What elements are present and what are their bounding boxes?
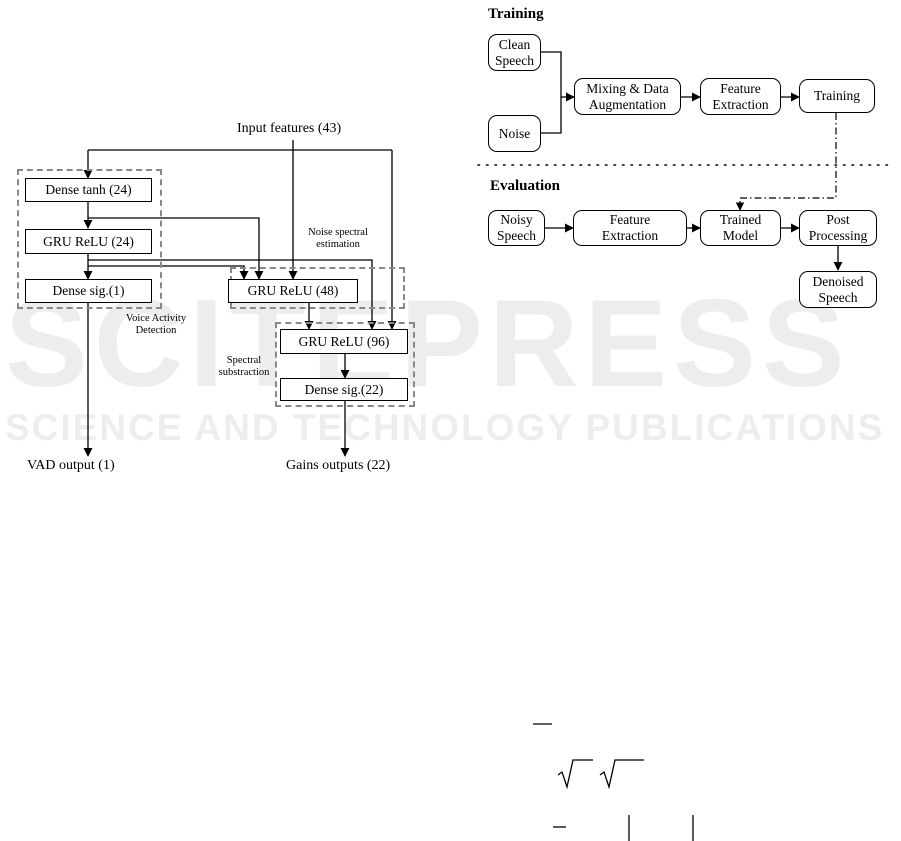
sqrt-sign-left (557, 759, 593, 790)
sqrt-sign-right (599, 759, 644, 790)
dense-sig-1-layer: Dense sig.(1) (25, 279, 152, 303)
training-to-trained-model-link (735, 113, 837, 211)
spectral-group-box (275, 322, 415, 407)
watermark-tagline: SCIENCE AND TECHNOLOGY PUBLICATIONS (5, 407, 885, 448)
dense-tanh-to-gru-48 (88, 217, 264, 280)
training-feature-extraction-box: Feature Extraction (700, 78, 781, 115)
vad-output-label: VAD output (1) (27, 458, 115, 473)
dense-sig-22-layer: Dense sig.(22) (280, 378, 408, 401)
input-features-label: Input features (43) (237, 121, 342, 136)
noise-box: Noise (488, 115, 541, 152)
eval-feature-extraction-box: Feature Extraction (573, 210, 687, 246)
denoised-speech-box: Denoised Speech (799, 271, 877, 308)
gru-96-layer: GRU ReLU (96) (280, 329, 408, 354)
gru-24-to-gru-48 (88, 265, 249, 280)
clean-speech-connector (541, 51, 562, 97)
noise-group-label: Noise spectral estimation (308, 227, 368, 250)
gru-24-to-gru-96 (88, 259, 377, 330)
training-heading: Training (488, 6, 544, 22)
trained-model-box: Trained Model (700, 210, 781, 246)
vad-group-label: Voice Activity Detection (125, 313, 187, 336)
gru-24-layer: GRU ReLU (24) (25, 229, 152, 254)
post-processing-box: Post Processing (799, 210, 877, 246)
spectral-group-label: Spectral substraction (218, 355, 270, 378)
vad-group-box (17, 169, 162, 309)
noise-connector (541, 97, 562, 134)
mixing-augmentation-box: Mixing & Data Augmentation (574, 78, 681, 115)
evaluation-heading: Evaluation (490, 178, 561, 194)
gru-48-layer: GRU ReLU (48) (228, 279, 358, 303)
training-box: Training (799, 79, 875, 113)
noisy-speech-box: Noisy Speech (488, 210, 545, 246)
gains-output-label: Gains outputs (22) (286, 458, 391, 473)
dense-tanh-layer: Dense tanh (24) (25, 178, 152, 202)
clean-speech-box: Clean Speech (488, 34, 541, 71)
